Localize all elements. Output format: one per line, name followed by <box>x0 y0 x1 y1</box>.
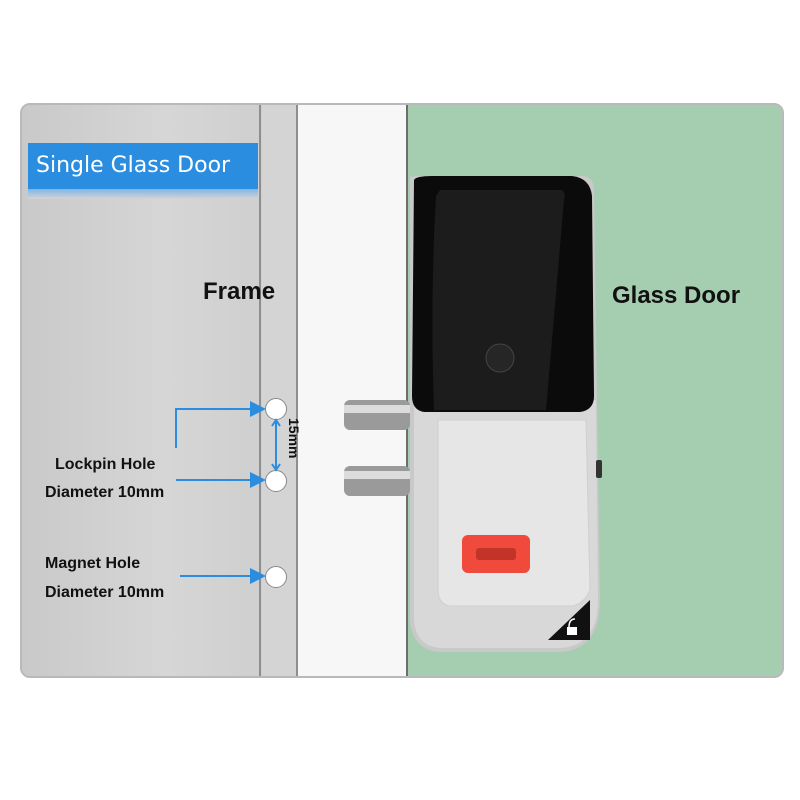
title-badge-shadow <box>28 189 258 199</box>
title-badge: Single Glass Door <box>28 143 258 189</box>
lock-body <box>410 175 602 652</box>
frame-line-right <box>296 105 298 676</box>
lockpin-top-arrow <box>175 401 266 448</box>
lockpin-hole-label: Lockpin Hole <box>55 456 156 473</box>
lockpin-diameter-label: Diameter 10mm <box>45 484 165 501</box>
frame-label: Frame <box>203 278 276 305</box>
door-frame-area <box>22 105 262 676</box>
glass-edge-line <box>406 105 408 676</box>
magnet-hole-label: Magnet Hole <box>45 555 141 572</box>
lock-pins <box>344 400 410 496</box>
glass-door-label: Glass Door <box>612 282 741 309</box>
frame-line-left <box>259 105 261 676</box>
door-gap <box>298 105 406 676</box>
magnet-diameter-label: Diameter 10mm <box>45 584 165 601</box>
